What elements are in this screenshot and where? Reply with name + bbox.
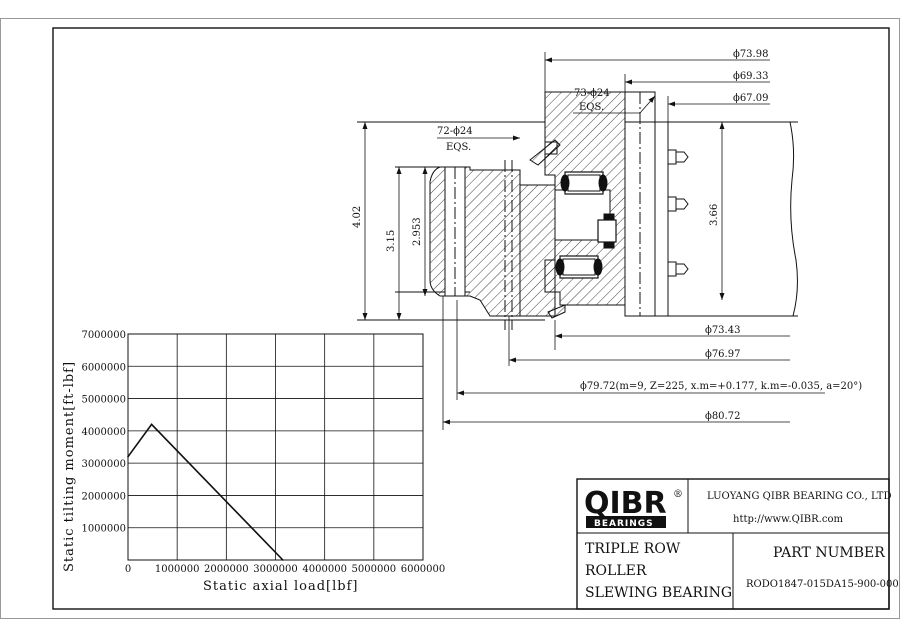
chart-y-axis-label: Static tilting moment[ft-lbf] (62, 361, 77, 572)
dim-d79-72: ϕ79.72(m=9, Z=225, x.m=+0.177, k.m=-0.03… (580, 381, 862, 392)
chart-x-axis-label: Static axial load[lbf] (203, 579, 358, 594)
chart-x-tick-label: 4000000 (302, 564, 347, 575)
sheet-outer-border (0, 18, 900, 619)
chart-data-point (282, 559, 284, 561)
chart-y-ticks: 1000000 2000000 3000000 4000000 5000000 60000… (81, 330, 126, 535)
chart-series (127, 423, 284, 561)
logo-subtitle: BEARINGS (594, 519, 654, 529)
bottom-seal (547, 304, 566, 319)
chart-x-tick-label: 1000000 (155, 564, 200, 575)
chart-y-tick-label: 7000000 (81, 330, 126, 341)
chart-grid (127, 333, 424, 561)
title-block (576, 478, 890, 610)
dim-holes-outer: 73-ϕ24 (574, 88, 610, 99)
dim-h-3-66: 3.66 (709, 204, 720, 226)
chart-x-tick-label: 5000000 (352, 564, 397, 575)
chart-y-tick-label: 3000000 (81, 459, 126, 470)
dim-holes-inner: 72-ϕ24 (437, 126, 473, 137)
dim-h-3-15: 3.15 (386, 230, 397, 252)
drawing-frame (52, 27, 890, 610)
chart-y-tick-label: 1000000 (81, 524, 126, 535)
load-capacity-chart: 0 1000000 2000000 3000000 4000000 5000000 6000… (62, 330, 445, 594)
dim-eqs-outer: EQS. (579, 102, 604, 113)
chart-y-tick-label: 5000000 (81, 395, 126, 406)
company-name: LUOYANG QIBR BEARING CO., LTD (707, 491, 891, 502)
dim-h-4-02: 4.02 (352, 206, 363, 228)
dim-h-2-953: 2.953 (412, 217, 423, 246)
logo-registered-mark: ® (673, 489, 683, 500)
dim-d69-33: ϕ69.33 (733, 71, 768, 82)
chart-data-point (127, 455, 129, 458)
chart-x-tick-label: 3000000 (253, 564, 298, 575)
chart-x-tick-label: 6000000 (401, 564, 446, 575)
company-url: http://www.QIBR.com (733, 514, 843, 525)
logo-text: QIBR (584, 486, 667, 521)
chart-y-tick-label: 4000000 (81, 427, 126, 438)
dim-d76-97: ϕ76.97 (705, 349, 740, 360)
description-line-2: ROLLER (585, 563, 647, 579)
chart-data-point (150, 423, 153, 426)
part-number-value: RODO1847-015DA15-900-000 (746, 579, 899, 590)
company-logo: QIBR ® BEARINGS (584, 486, 683, 529)
inner-gear-ring (429, 166, 521, 317)
chart-x-tick-label: 0 (125, 564, 131, 575)
description-line-1: TRIPLE ROW (585, 541, 681, 557)
chart-y-tick-label: 6000000 (81, 362, 126, 373)
radial-roller (597, 219, 617, 243)
dim-d80-72: ϕ80.72 (705, 411, 740, 422)
dimension-labels: ϕ73.98 ϕ69.33 ϕ67.09 73-ϕ24 EQS. 72-ϕ24 … (352, 49, 862, 422)
dimension-lines (362, 52, 825, 430)
dim-d73-43: ϕ73.43 (705, 325, 740, 336)
description-line-3: SLEWING BEARING (585, 585, 732, 601)
chart-y-tick-label: 2000000 (81, 491, 126, 502)
chart-series-line (127, 423, 284, 561)
dim-d67-09: ϕ67.09 (733, 93, 768, 104)
part-number-label: PART NUMBER (773, 545, 885, 561)
dim-d73-98: ϕ73.98 (733, 49, 768, 60)
chart-x-tick-label: 2000000 (204, 564, 249, 575)
dim-eqs-inner: EQS. (446, 142, 471, 153)
bearing-cross-section (357, 91, 798, 330)
chart-x-ticks: 0 1000000 2000000 3000000 4000000 5000000 6000… (125, 564, 445, 575)
bolt-heads (667, 149, 689, 277)
